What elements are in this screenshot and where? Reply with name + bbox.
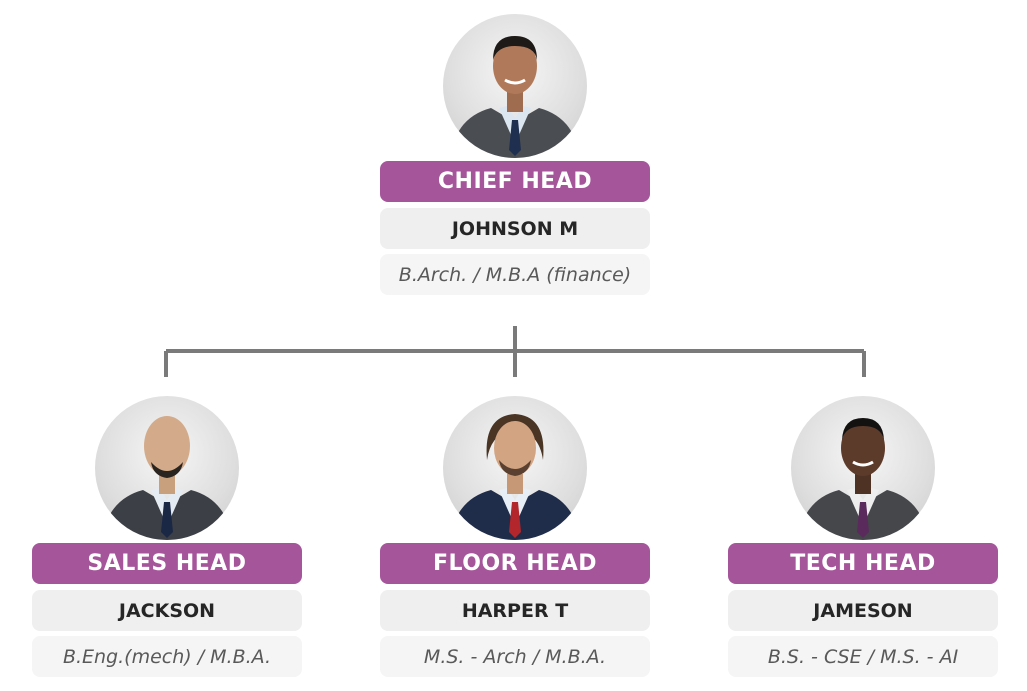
- name-label-floor: HARPER T: [380, 590, 650, 631]
- name-label-chief: JOHNSON M: [380, 208, 650, 249]
- role-label-tech: TECH HEAD: [728, 543, 998, 584]
- qualification-label-sales: B.Eng.(mech) / M.B.A.: [32, 636, 302, 677]
- qualification-label-floor: M.S. - Arch / M.B.A.: [380, 636, 650, 677]
- role-label-chief: CHIEF HEAD: [380, 161, 650, 202]
- name-label-tech: JAMESON: [728, 590, 998, 631]
- role-label-floor: FLOOR HEAD: [380, 543, 650, 584]
- person-photo-icon: [791, 396, 935, 540]
- person-photo-icon: [443, 396, 587, 540]
- person-photo-icon: [95, 396, 239, 540]
- qualification-label-chief: B.Arch. / M.B.A (finance): [380, 254, 650, 295]
- person-photo-icon: [443, 14, 587, 158]
- qualification-label-tech: B.S. - CSE / M.S. - AI: [728, 636, 998, 677]
- name-label-sales: JACKSON: [32, 590, 302, 631]
- role-label-sales: SALES HEAD: [32, 543, 302, 584]
